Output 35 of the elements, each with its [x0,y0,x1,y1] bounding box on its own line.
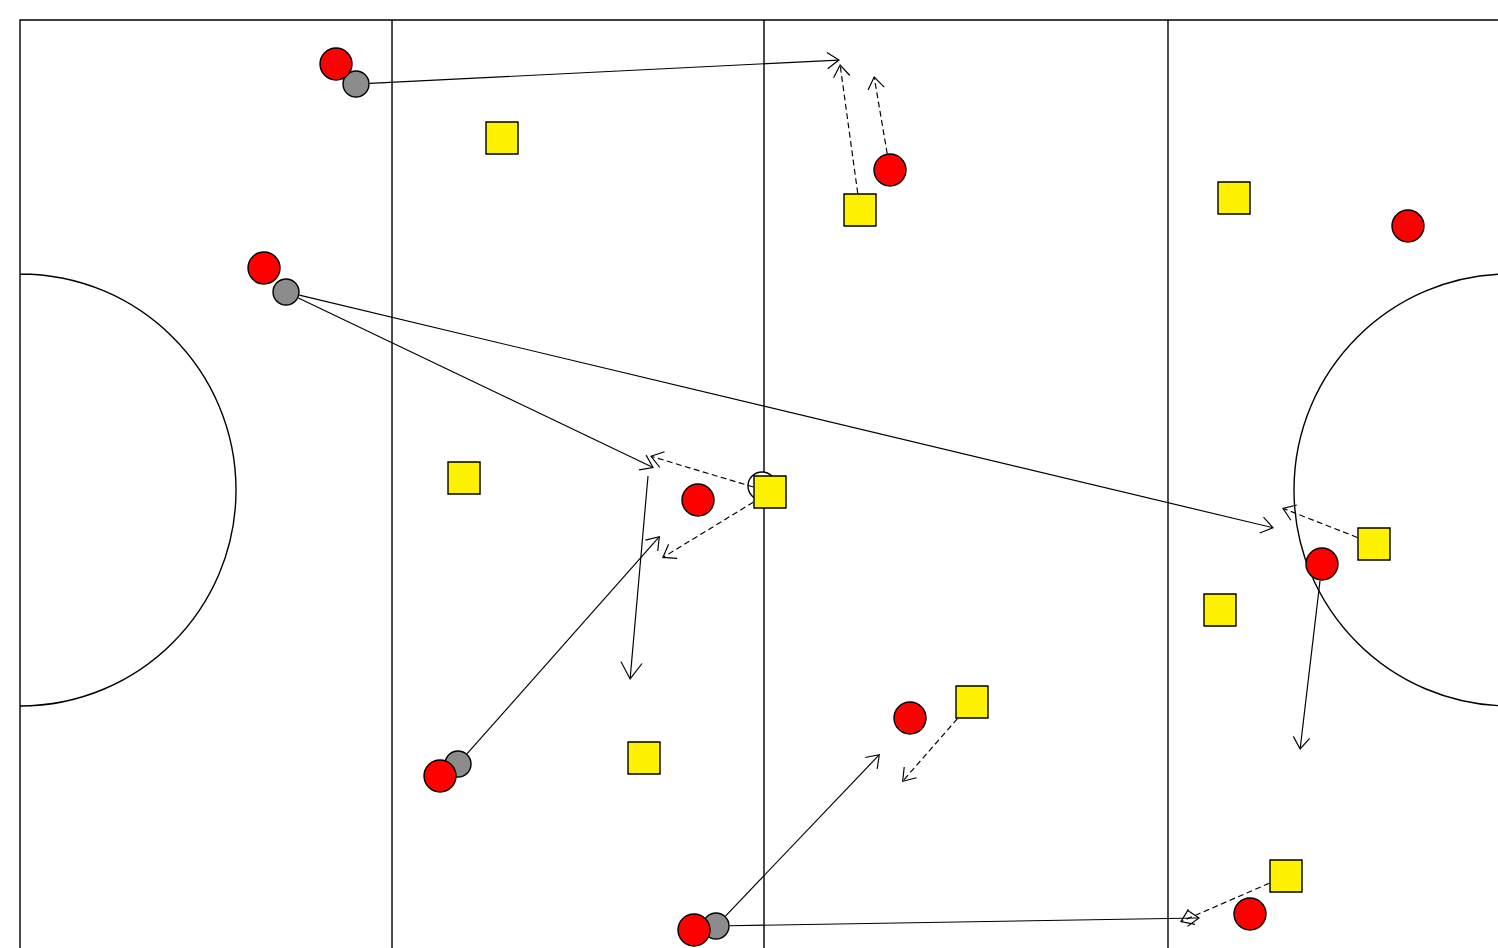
arrow [650,451,754,488]
arrow [1292,580,1321,750]
arrow [298,294,1274,534]
arrow [369,51,840,84]
player-marker [1305,547,1339,581]
player-marker [1233,897,1267,931]
arrow [902,718,958,782]
square-marker [955,685,989,719]
arrow [466,536,660,755]
player-marker [247,251,281,285]
player-marker [677,913,711,947]
player-marker [423,759,457,793]
square-marker [485,121,519,155]
square-marker [447,461,481,495]
arrow [867,76,888,155]
square-marker [1269,859,1303,893]
player-marker [681,483,715,517]
player-marker [873,153,907,187]
player-marker [319,47,353,81]
arrow [662,501,754,559]
square-marker [1203,593,1237,627]
ball-marker [272,278,300,306]
square-marker [1357,527,1391,561]
square-marker [627,741,661,775]
arrow [729,909,1200,927]
square-marker [843,193,877,227]
square-marker [1217,181,1251,215]
arrow [724,754,880,917]
player-marker [893,701,927,735]
player-marker [1391,209,1425,243]
ball-marker [342,70,370,98]
arrow [1282,504,1358,539]
arrow [833,64,859,194]
arrow [1180,882,1270,925]
arrow [297,297,654,471]
